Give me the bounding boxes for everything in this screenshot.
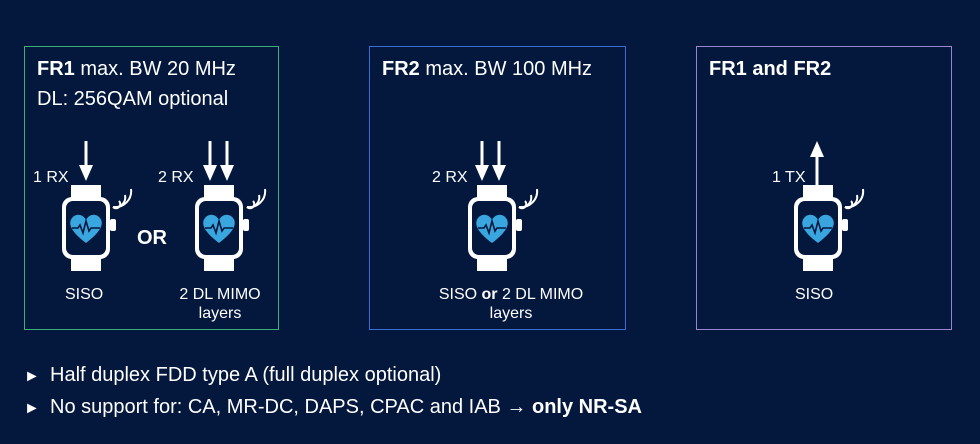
fr1-right-rx-label: 2 RX xyxy=(158,169,194,186)
fr1-fr2-panel: FR1 and FR2 1 TX SISO xyxy=(696,46,952,330)
bullet-text-2: No support for: CA, MR-DC, DAPS, CPAC an… xyxy=(50,396,532,418)
bullet-triangle-icon: ► xyxy=(24,368,40,385)
fr2-caption-bold: or xyxy=(481,286,498,303)
fr2-caption-post: 2 DL MIMO xyxy=(497,286,584,303)
fr1-panel: FR1 max. BW 20 MHz DL: 256QAM optional 1… xyxy=(24,46,279,330)
bullet-item-2: ► No support for: CA, MR-DC, DAPS, CPAC a… xyxy=(24,392,642,424)
fr1-title-bold: FR1 xyxy=(37,58,75,80)
bullet-text-1: Half duplex FDD type A (full duplex opti… xyxy=(50,364,442,386)
fr12-caption: SISO xyxy=(795,286,834,303)
fr1-right-caption: 2 DL MIMO layers xyxy=(170,285,270,323)
bullet-list: ► Half duplex FDD type A (full duplex opt… xyxy=(24,360,642,424)
fr1-title-rest: max. BW 20 MHz xyxy=(74,58,236,80)
fr1-title: FR1 max. BW 20 MHz xyxy=(37,57,236,81)
fr12-title-bold: FR1 and FR2 xyxy=(709,58,832,80)
fr12-signal-icon xyxy=(844,188,865,210)
bullet-item-1: ► Half duplex FDD type A (full duplex opt… xyxy=(24,360,642,392)
fr2-panel: FR2 max. BW 100 MHz 2 RX SISO or 2 DL MI… xyxy=(369,46,626,330)
fr1-or-label: OR xyxy=(137,227,167,249)
fr12-title: FR1 and FR2 xyxy=(709,57,831,81)
fr2-signal-icon xyxy=(518,188,539,210)
fr2-title-rest: max. BW 100 MHz xyxy=(419,58,593,80)
fr2-caption-pre: SISO xyxy=(438,286,482,303)
fr12-tx-label: 1 TX xyxy=(772,169,806,186)
fr2-caption: SISO or 2 DL MIMO layers xyxy=(426,285,596,323)
fr1-left-caption: SISO xyxy=(65,286,104,303)
fr1-right-caption-line1: 2 DL MIMO xyxy=(179,286,261,303)
fr1-right-caption-line2: layers xyxy=(198,305,242,322)
fr1-right-signal-icon xyxy=(246,188,267,210)
bullet-bold-2: only NR-SA xyxy=(532,396,642,418)
fr1-subtitle: DL: 256QAM optional xyxy=(37,88,229,110)
fr2-title: FR2 max. BW 100 MHz xyxy=(382,57,592,81)
bullet-triangle-icon: ► xyxy=(24,400,40,417)
fr2-caption-line2: layers xyxy=(489,305,533,322)
fr2-title-bold: FR2 xyxy=(382,58,420,80)
fr1-left-rx-label: 1 RX xyxy=(33,169,69,186)
fr2-rx-label: 2 RX xyxy=(432,169,468,186)
